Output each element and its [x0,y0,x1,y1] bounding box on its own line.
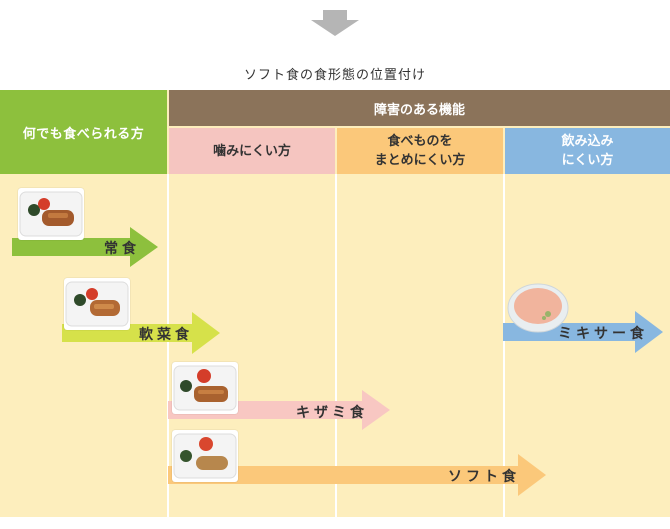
food-label-soft: ソフト食 [448,469,520,485]
column-divider [167,174,169,519]
food-arrow-regular [12,227,158,267]
meal-photo-icon [172,430,238,482]
food-arrow-mixer [503,311,663,353]
diagram-title: ソフト食の食形態の位置付け [243,68,426,83]
food-arrow-soft [168,454,546,496]
meal-photo-icon [172,362,238,414]
down-arrow-icon [311,10,359,36]
column-divider [503,174,505,519]
meal-photo-icon [64,278,130,330]
header-disability-function: 障害のある機能 [169,90,670,126]
header-swallow: 食べものを まとめにくい方 [337,128,503,174]
food-label-soft-vegetable: 軟菜食 [139,327,193,343]
bottom-border [0,517,670,519]
header-drink-line1: 飲み込み [561,134,614,149]
header-drink-line2: にくい方 [561,153,614,168]
meal-photo-icon [506,278,570,334]
header-chew: 噛みにくい方 [169,128,335,174]
column-divider [335,174,337,519]
food-arrow-soft-vegetable [62,312,220,354]
meal-photo-icon [18,188,84,240]
food-label-mixer: ミキサー食 [558,326,648,342]
header-swallow-line2: まとめにくい方 [374,153,466,168]
food-arrow-minced [168,390,390,430]
header-general: 何でも食べられる方 [0,90,167,174]
food-label-regular: 常食 [104,241,140,257]
header-swallow-line1: 食べものを [387,134,453,149]
food-label-minced: キザミ食 [296,405,368,421]
header-drink: 飲み込み にくい方 [505,128,670,174]
